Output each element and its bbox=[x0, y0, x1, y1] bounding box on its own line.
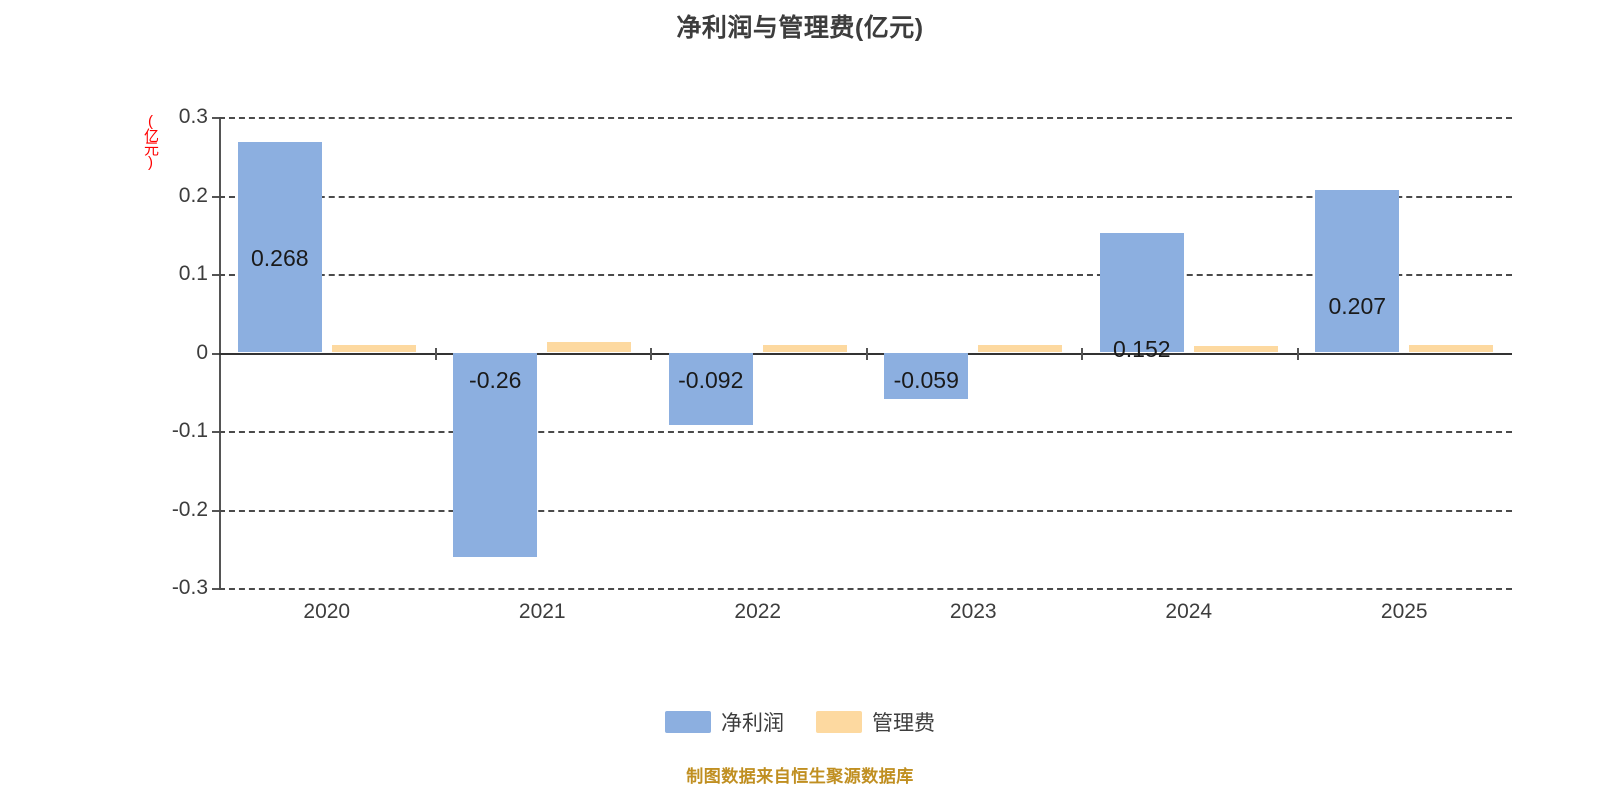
bar-admin-expense-2024[interactable] bbox=[1193, 346, 1278, 353]
x-axis-tick bbox=[865, 348, 868, 360]
legend-label: 管理费 bbox=[872, 712, 935, 735]
x-axis-tick-label: 2024 bbox=[1165, 600, 1213, 623]
y-axis-tick bbox=[212, 195, 219, 198]
y-axis-tick bbox=[212, 588, 219, 590]
y-axis-tick-label: 0 bbox=[196, 340, 208, 364]
x-axis-tick-label: 2022 bbox=[734, 600, 782, 623]
y-axis-tick bbox=[212, 117, 219, 119]
gridline bbox=[219, 274, 1512, 276]
bar-value-label: -0.059 bbox=[893, 366, 959, 393]
bar-net-profit-2021[interactable] bbox=[453, 352, 538, 557]
x-axis-tick bbox=[1296, 348, 1299, 360]
legend-label: 净利润 bbox=[721, 712, 784, 735]
bar-admin-expense-2023[interactable] bbox=[978, 345, 1063, 353]
y-axis-tick bbox=[212, 509, 219, 512]
gridline bbox=[219, 431, 1512, 433]
gridline bbox=[219, 509, 1512, 512]
y-axis-tick-label: -0.1 bbox=[171, 419, 208, 442]
legend-item-net-profit[interactable]: 净利润 bbox=[665, 707, 784, 737]
y-axis-tick bbox=[212, 431, 219, 433]
bar-value-label: 0.207 bbox=[1328, 293, 1387, 319]
x-axis-tick bbox=[434, 348, 437, 360]
legend-item-admin-expense[interactable]: 管理费 bbox=[816, 707, 935, 737]
source-annotation: 制图数据来自恒生聚源数据库 bbox=[686, 767, 914, 786]
y-axis-tick-label: 0.3 bbox=[178, 105, 208, 128]
bar-net-profit-2022[interactable] bbox=[668, 352, 753, 425]
gridline bbox=[219, 117, 1512, 119]
gridline bbox=[219, 195, 1512, 198]
x-axis-tick-label: 2021 bbox=[518, 600, 566, 623]
bar-value-label: 0.268 bbox=[250, 245, 309, 272]
gridline bbox=[219, 588, 1512, 590]
bar-net-profit-2024[interactable] bbox=[1099, 233, 1184, 353]
bar-net-profit-2023[interactable] bbox=[884, 352, 969, 399]
y-axis-tick-label: -0.2 bbox=[171, 497, 208, 521]
bar-admin-expense-2025[interactable] bbox=[1409, 344, 1494, 353]
bar-net-profit-2025[interactable] bbox=[1315, 190, 1400, 353]
y-axis-tick-label: 0.2 bbox=[178, 183, 208, 207]
y-axis-unit-label: (亿元) bbox=[142, 113, 159, 169]
y-axis-tick-label: -0.3 bbox=[171, 576, 208, 599]
bar-net-profit-2020[interactable] bbox=[237, 142, 322, 353]
y-axis-tick-label: 0.1 bbox=[178, 262, 208, 285]
bar-admin-expense-2022[interactable] bbox=[762, 345, 847, 353]
legend-swatch-icon bbox=[816, 711, 862, 733]
x-axis-tick-label: 2023 bbox=[949, 600, 997, 623]
bar-admin-expense-2021[interactable] bbox=[547, 341, 632, 353]
y-axis-tick bbox=[212, 274, 219, 276]
chart-title: 净利润与管理费(亿元) bbox=[676, 14, 924, 42]
plot-area: 0.268 -0.26 -0.092 -0.059 0.152 0.207 bbox=[219, 117, 1512, 588]
x-axis-tick bbox=[1081, 348, 1083, 360]
bar-value-label: -0.26 bbox=[469, 366, 522, 393]
bar-admin-expense-2020[interactable] bbox=[331, 344, 416, 353]
y-axis-tick bbox=[212, 352, 219, 355]
x-axis-tick-label: 2020 bbox=[303, 600, 351, 623]
bar-value-label: 0.152 bbox=[1112, 336, 1171, 363]
legend-swatch-icon bbox=[665, 711, 711, 733]
bar-value-label: -0.092 bbox=[678, 366, 744, 393]
chart-legend: 净利润 管理费 bbox=[0, 707, 1600, 737]
x-axis-tick bbox=[650, 348, 652, 360]
x-axis-tick-label: 2025 bbox=[1380, 600, 1428, 623]
